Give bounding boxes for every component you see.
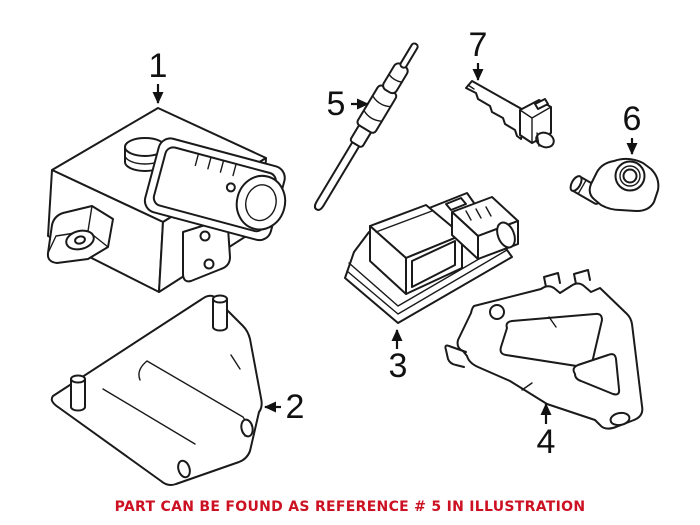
part-label-4: 4 [536, 423, 556, 461]
part-label-7: 7 [468, 26, 488, 64]
part-label-5: 5 [326, 85, 346, 123]
part-5-glow-plug-drawing [313, 42, 419, 211]
part-label-3: 3 [388, 347, 408, 385]
leader-arrows [152, 63, 638, 424]
part-4-mounting-bracket-drawing [444, 269, 644, 430]
part-3-control-module-drawing [344, 192, 519, 324]
part-label-6: 6 [622, 100, 642, 138]
part-7-sensor-bracket-drawing [465, 80, 555, 149]
part-1-control-unit-drawing [46, 107, 287, 293]
part-6-position-sensor-drawing [569, 157, 660, 212]
part-label-1: 1 [148, 47, 168, 85]
part-2-mounting-bracket-drawing [50, 294, 263, 486]
caption-text: PART CAN BE FOUND AS REFERENCE # 5 IN IL… [114, 499, 586, 515]
part-label-2: 2 [285, 388, 305, 426]
